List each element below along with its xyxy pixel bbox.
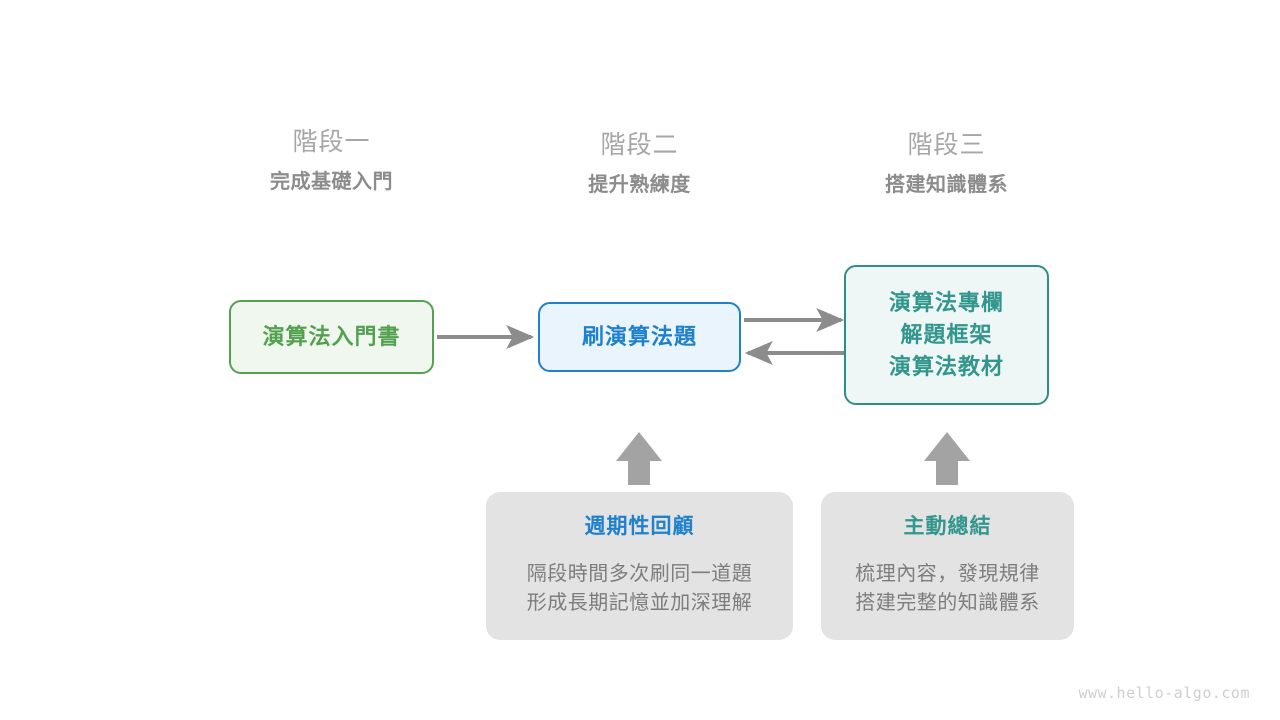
card-active-summary[interactable]: 主動總結 梳理內容，發現規律 搭建完整的知識體系 [821,492,1074,640]
arrow-up-summary [924,432,970,485]
card-periodic-review[interactable]: 週期性回顧 隔段時間多次刷同一道題 形成長期記憶並加深理解 [486,492,793,640]
stage-subtitle-3: 搭建知識體系 [885,173,1008,196]
node-practice-problems[interactable]: 刷演算法題 [538,302,741,372]
node-knowledge-system[interactable]: 演算法專欄 解題框架 演算法教材 [844,265,1049,405]
stage-caption-3: 階段三 搭建知識體系 [844,131,1049,197]
arrow-up-review [616,432,662,485]
stage-caption-1: 階段一 完成基礎入門 [229,128,434,194]
stage-title-1: 階段一 [292,128,371,156]
stage-subtitle-1: 完成基礎入門 [270,170,393,193]
card-active-summary-body: 梳理內容，發現規律 搭建完整的知識體系 [855,560,1040,618]
card-periodic-review-body: 隔段時間多次刷同一道題 形成長期記憶並加深理解 [527,560,753,618]
card-active-summary-body-line-2: 搭建完整的知識體系 [855,592,1040,615]
node-intro-book[interactable]: 演算法入門書 [229,300,434,374]
card-periodic-review-body-line-2: 形成長期記憶並加深理解 [526,592,753,615]
card-active-summary-body-line-1: 梳理內容，發現規律 [855,563,1040,586]
stage-subtitle-2: 提升熟練度 [588,173,691,196]
node-intro-book-line-1: 演算法入門書 [262,324,401,350]
stage-title-3: 階段三 [907,131,986,159]
node-knowledge-system-line-3: 演算法教材 [888,353,1004,379]
watermark-url: www.hello-algo.com [1078,684,1250,702]
node-knowledge-system-line-2: 解題框架 [900,322,993,348]
node-practice-problems-line-1: 刷演算法題 [581,324,697,350]
card-periodic-review-body-line-1: 隔段時間多次刷同一道題 [526,563,753,586]
card-periodic-review-title: 週期性回顧 [584,515,695,538]
stage-title-2: 階段二 [600,131,679,159]
stage-caption-2: 階段二 提升熟練度 [537,131,742,197]
card-active-summary-title: 主動總結 [903,515,992,538]
node-knowledge-system-line-1: 演算法專欄 [888,290,1004,316]
